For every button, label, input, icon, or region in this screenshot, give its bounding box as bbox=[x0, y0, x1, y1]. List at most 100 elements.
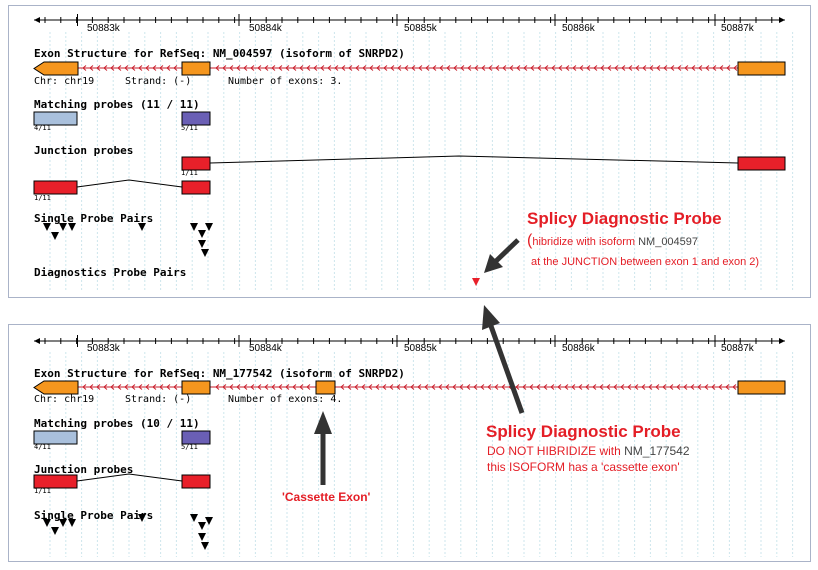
strand-arrow bbox=[543, 384, 548, 390]
strand-arrow bbox=[718, 384, 723, 390]
strand-arrow bbox=[600, 65, 605, 71]
junction-probe-block bbox=[33, 180, 78, 195]
strand-arrow bbox=[376, 65, 381, 71]
strand-arrow bbox=[159, 65, 164, 71]
ruler-tick-label: 50885k bbox=[404, 343, 437, 354]
probe-pair-marker bbox=[68, 223, 76, 231]
isoform-id: NM_004597 bbox=[638, 236, 699, 248]
strand-arrow bbox=[236, 384, 241, 390]
strand-arrow bbox=[236, 65, 241, 71]
strand-arrow bbox=[431, 384, 436, 390]
strand-arrow bbox=[368, 384, 373, 390]
splicy-diagnostic-probe-title: Splicy Diagnostic Probe bbox=[527, 209, 722, 228]
strand-arrow bbox=[578, 384, 583, 390]
strand-arrow bbox=[306, 384, 311, 390]
strand-arrow bbox=[676, 384, 681, 390]
strand-arrow bbox=[369, 65, 374, 71]
strand-arrow bbox=[340, 384, 345, 390]
ruler-tick-label: 50886k bbox=[562, 23, 595, 34]
strand-arrow bbox=[327, 65, 332, 71]
diagnostic-probe-pairs-title: Diagnostics Probe Pairs bbox=[34, 266, 187, 279]
strand-arrow bbox=[145, 384, 150, 390]
strand-arrow bbox=[697, 384, 702, 390]
strand-arrow bbox=[215, 384, 220, 390]
ruler-tick-label: 50885k bbox=[404, 23, 437, 34]
strand-arrow bbox=[516, 65, 521, 71]
strand-arrow bbox=[285, 384, 290, 390]
matching-probes-title: Matching probes (11 / 11) bbox=[34, 98, 200, 111]
strand-arrow bbox=[719, 65, 724, 71]
splicy-diagnostic-probe-title: Splicy Diagnostic Probe bbox=[486, 422, 681, 441]
probe-count-label: 5/11 bbox=[181, 124, 198, 132]
strand-arrow bbox=[592, 384, 597, 390]
title-prefix: Exon Structure for RefSeq: bbox=[34, 47, 213, 60]
title-prefix: Exon Structure for RefSeq: bbox=[34, 367, 213, 380]
probe-pair-marker bbox=[198, 230, 206, 238]
strand-arrow bbox=[222, 384, 227, 390]
ruler-left-arrow bbox=[34, 338, 40, 344]
strand-arrow bbox=[347, 384, 352, 390]
isoform-id: NM_177542 bbox=[624, 444, 690, 458]
strand-arrow bbox=[530, 65, 535, 71]
strand-arrow bbox=[467, 65, 472, 71]
strand-arrow bbox=[124, 384, 129, 390]
strand-arrow bbox=[648, 384, 653, 390]
strand-arrow bbox=[557, 384, 562, 390]
strand-arrow bbox=[523, 65, 528, 71]
strand-arrow bbox=[124, 65, 129, 71]
single-probe-pairs-title: Single Probe Pairs bbox=[34, 509, 154, 522]
probe-count-label: 4/11 bbox=[34, 124, 51, 132]
strand-arrow bbox=[110, 65, 115, 71]
strand-arrow bbox=[453, 65, 458, 71]
strand-arrow bbox=[250, 65, 255, 71]
strand-arrow bbox=[117, 384, 122, 390]
strand-arrow bbox=[537, 65, 542, 71]
ruler-tick-label: 50884k bbox=[249, 23, 282, 34]
strand-arrow bbox=[257, 65, 262, 71]
strand-arrow bbox=[131, 65, 136, 71]
strand-arrow bbox=[438, 384, 443, 390]
strand-arrow bbox=[89, 65, 94, 71]
strand-arrow bbox=[361, 384, 366, 390]
strand-arrow bbox=[243, 384, 248, 390]
strand-arrow bbox=[586, 65, 591, 71]
strand-arrow bbox=[439, 65, 444, 71]
strand-arrow bbox=[82, 65, 87, 71]
probe-pair-marker bbox=[68, 519, 76, 527]
probe-pair-marker bbox=[201, 249, 209, 257]
strand-arrow bbox=[306, 65, 311, 71]
strand-arrow bbox=[299, 384, 304, 390]
probe-pair-marker bbox=[198, 240, 206, 248]
junction-probes-title: Junction probes bbox=[34, 463, 134, 476]
junction-connector bbox=[209, 155, 739, 164]
arrow-up-to-diagnostic-probe bbox=[482, 305, 525, 414]
open-paren: ( bbox=[527, 232, 533, 249]
strand-arrow bbox=[89, 384, 94, 390]
strand-arrow bbox=[607, 65, 612, 71]
strand-arrow bbox=[389, 384, 394, 390]
strand-arrow bbox=[404, 65, 409, 71]
strand-arrow bbox=[355, 65, 360, 71]
probe-pair-marker bbox=[43, 519, 51, 527]
strand-arrow bbox=[704, 384, 709, 390]
strand-arrow bbox=[292, 65, 297, 71]
strand-arrow bbox=[299, 65, 304, 71]
strand-arrow bbox=[96, 65, 101, 71]
chromosome-label: Chr: chr19 bbox=[34, 76, 95, 87]
exon-block bbox=[737, 61, 786, 76]
strand-arrow bbox=[628, 65, 633, 71]
arrow-to-diagnostic-probe bbox=[484, 238, 520, 273]
strand-arrow bbox=[599, 384, 604, 390]
strand-arrow bbox=[173, 384, 178, 390]
strand-arrow bbox=[662, 384, 667, 390]
strand-arrow bbox=[390, 65, 395, 71]
exon-count-label: Number of exons: 4. bbox=[228, 394, 343, 405]
strand-arrow bbox=[705, 65, 710, 71]
strand-arrow bbox=[117, 65, 122, 71]
ruler-right-arrow bbox=[779, 17, 785, 23]
strand-arrow bbox=[621, 65, 626, 71]
strand-arrow bbox=[649, 65, 654, 71]
strand-arrow bbox=[173, 65, 178, 71]
strand-arrow bbox=[460, 65, 465, 71]
strand-arrow bbox=[551, 65, 556, 71]
